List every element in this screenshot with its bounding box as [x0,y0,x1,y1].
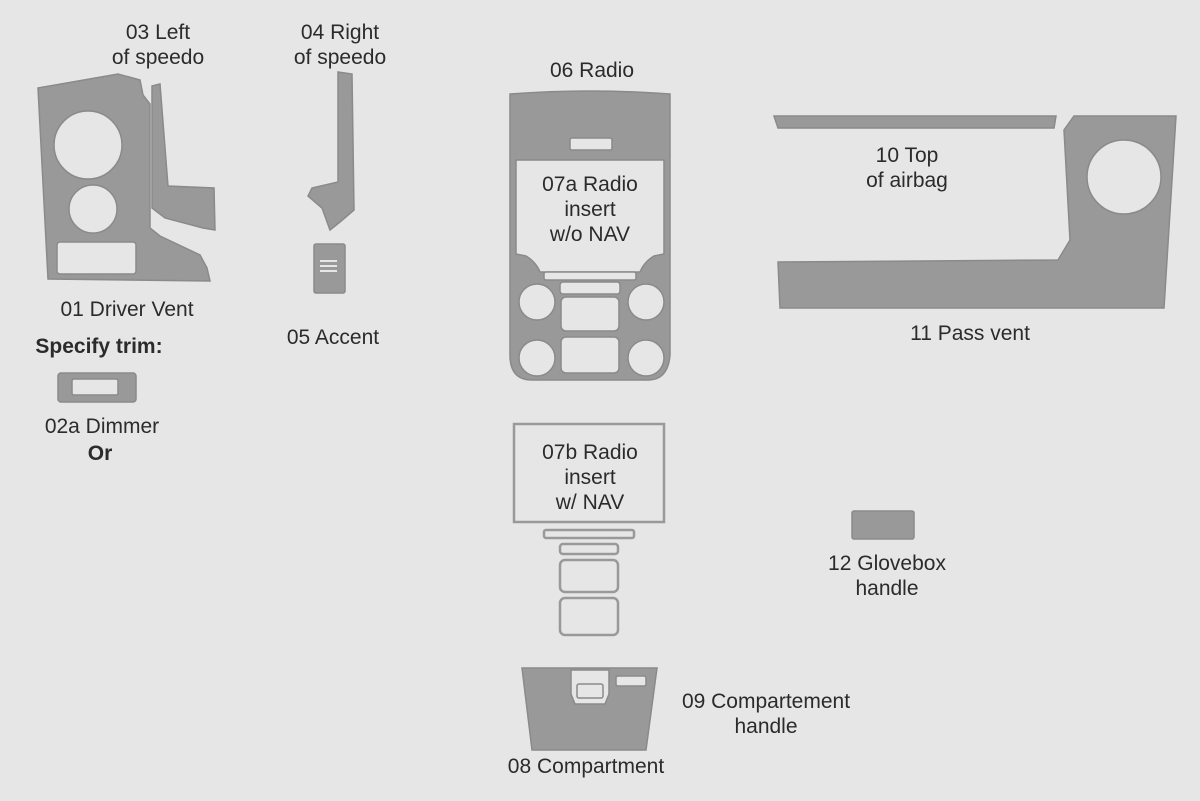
part-05-accent [313,243,346,294]
label-or: Or [88,441,113,466]
label-line: handle [855,577,919,600]
label-line: insert [564,466,616,489]
part-03-left-of-speedo [151,83,216,231]
label-line: 10 Top [875,144,939,167]
label-line: 02a Dimmer [44,415,160,438]
label-line: 08 Compartment [507,755,665,778]
label-line: 01 Driver Vent [60,298,194,321]
label-line: w/ NAV [555,491,625,514]
label-line: Specify trim: [35,335,163,358]
label-12-glovebox-handle: 12 Glovebox handle [828,551,946,601]
label-06-radio: 06 Radio [550,58,634,83]
label-line: 04 Right [300,21,380,44]
part-12-glovebox-handle [851,510,915,540]
label-04-right-of-speedo: 04 Right of speedo [294,20,386,70]
label-line: 11 Pass vent [910,322,1030,345]
label-line: insert [564,198,616,221]
part-10-top-of-airbag [772,115,1057,129]
label-line: 03 Left [125,21,191,44]
part-01-driver-vent [37,73,211,282]
label-line: 07b Radio [542,441,638,464]
part-11-pass-vent [777,115,1177,309]
label-08-compartment: 08 Compartment [508,754,664,779]
label-line: 12 Glovebox [828,552,946,575]
label-line: 05 Accent [286,326,380,349]
part-04-right-of-speedo [307,71,355,232]
label-line: handle [734,715,798,738]
label-line: 07a Radio [542,173,638,196]
label-line: w/o NAV [549,223,631,246]
part-07b-radio-insert-nav [512,422,666,637]
label-03-left-of-speedo: 03 Left of speedo [112,20,204,70]
part-08-compartment [521,667,658,751]
label-line: 06 Radio [549,59,635,82]
label-07a-radio-insert: 07a Radio insert w/o NAV [542,172,638,247]
label-10-top-of-airbag: 10 Top of airbag [866,143,948,193]
label-09-compartment-handle: 09 Compartement handle [682,689,850,739]
label-specify-trim: Specify trim: [35,334,162,359]
label-05-accent: 05 Accent [287,325,379,350]
label-11-pass-vent: 11 Pass vent [910,321,1030,346]
part-06-radio [509,90,671,381]
label-line: of speedo [111,46,205,69]
label-line: 09 Compartement [681,690,851,713]
label-02a-dimmer: 02a Dimmer [45,414,159,439]
label-line: of speedo [293,46,387,69]
part-02a-dimmer [57,372,137,403]
label-07b-radio-insert-nav: 07b Radio insert w/ NAV [542,440,638,515]
label-line: of airbag [866,169,948,192]
label-01-driver-vent: 01 Driver Vent [60,297,193,322]
label-line: Or [87,442,113,465]
